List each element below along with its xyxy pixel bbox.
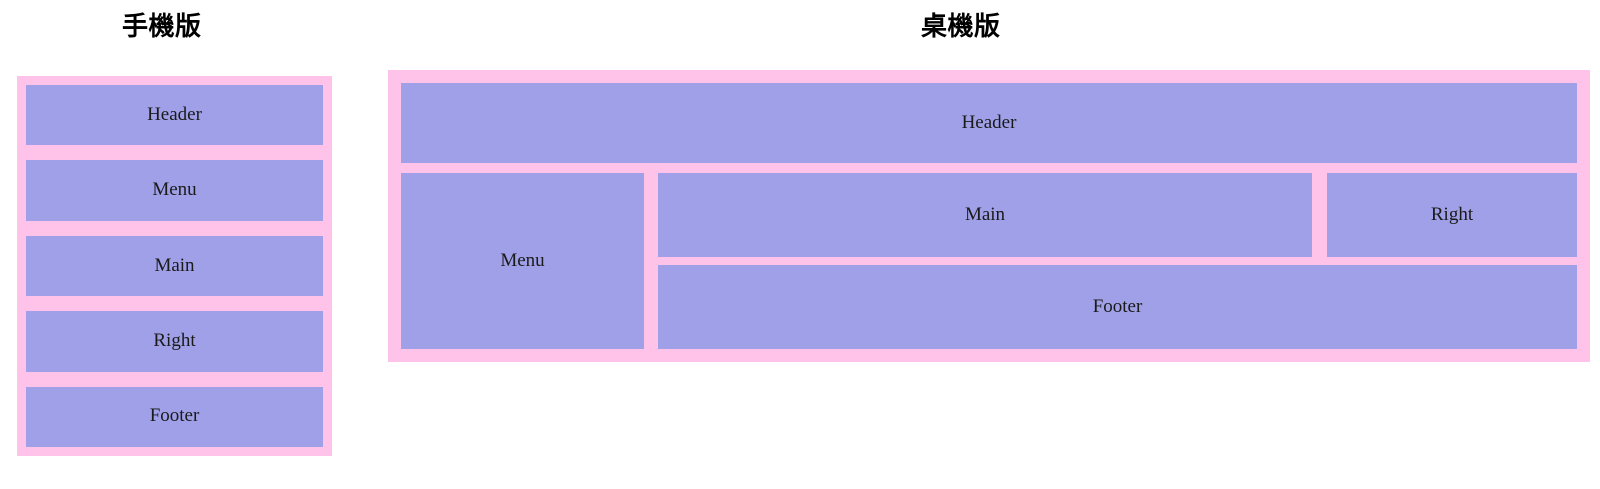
mobile-panel-footer: Footer [26,386,323,448]
mobile-panel-main: Main [26,235,323,297]
desktop-panel-menu: Menu [401,173,644,349]
desktop-top-row: Main Right [658,173,1577,257]
desktop-layout-wireframe: Header Menu Main Right Footer [388,70,1590,362]
mobile-panel-menu: Menu [26,160,323,221]
desktop-panel-header: Header [401,83,1577,163]
desktop-layout-heading: 桌機版 [921,12,1001,42]
desktop-body-region: Menu Main Right Footer [401,173,1577,349]
mobile-layout-heading: 手機版 [122,12,202,42]
desktop-content-stack: Main Right Footer [658,173,1577,349]
mobile-layout-wireframe: Header Menu Main Right Footer [17,76,332,456]
desktop-panel-footer: Footer [658,265,1577,349]
desktop-panel-main: Main [658,173,1312,257]
mobile-panel-header: Header [26,85,323,146]
mobile-panel-right: Right [26,311,323,372]
desktop-panel-right: Right [1327,173,1577,257]
